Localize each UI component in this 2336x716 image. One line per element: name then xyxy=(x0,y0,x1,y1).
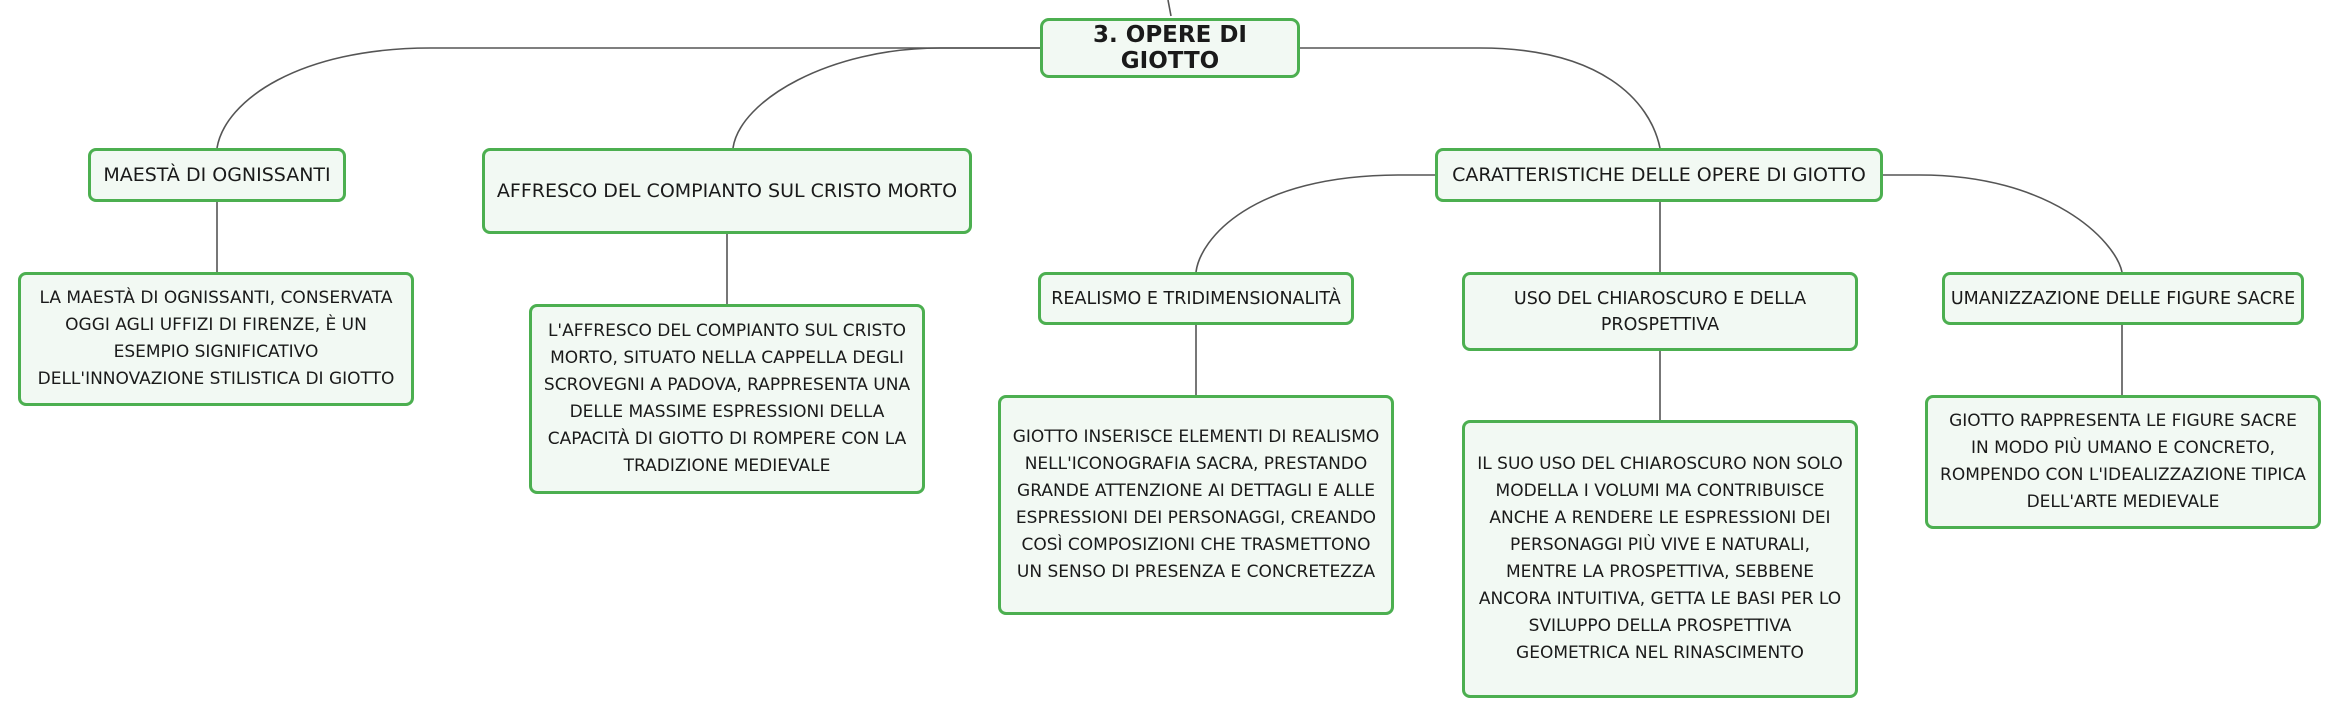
topic-compianto[interactable]: AFFRESCO DEL COMPIANTO SUL CRISTO MORTO xyxy=(482,148,972,234)
desc-chiaroscuro-text: IL SUO USO DEL CHIAROSCURO NON SOLO MODE… xyxy=(1477,454,1843,663)
desc-compianto-text: L'AFFRESCO DEL COMPIANTO SUL CRISTO MORT… xyxy=(543,321,911,476)
desc-maesta-text: LA MAESTÀ DI OGNISSANTI, CONSERVATA OGGI… xyxy=(37,288,395,389)
root-topic-label: 3. OPERE DI GIOTTO xyxy=(1093,22,1247,74)
subtopic-realismo-label: REALISMO E TRIDIMENSIONALITÀ xyxy=(1051,288,1341,309)
topic-caratteristiche[interactable]: CARATTERISTICHE DELLE OPERE DI GIOTTO xyxy=(1435,148,1883,202)
connector-root-to-caratteristiche xyxy=(1300,47,1661,149)
desc-chiaroscuro[interactable]: IL SUO USO DEL CHIAROSCURO NON SOLO MODE… xyxy=(1462,420,1858,698)
connector-root-parent xyxy=(1167,0,1172,17)
desc-umanizzazione-text: GIOTTO RAPPRESENTA LE FIGURE SACRE IN MO… xyxy=(1940,411,2306,512)
subtopic-realismo[interactable]: REALISMO E TRIDIMENSIONALITÀ xyxy=(1038,272,1354,325)
desc-umanizzazione[interactable]: GIOTTO RAPPRESENTA LE FIGURE SACRE IN MO… xyxy=(1925,395,2321,529)
topic-maesta[interactable]: MAESTÀ DI OGNISSANTI xyxy=(88,148,346,202)
desc-realismo[interactable]: GIOTTO INSERISCE ELEMENTI DI REALISMO NE… xyxy=(998,395,1394,615)
connector-root-to-compianto xyxy=(732,47,1040,149)
subtopic-chiaroscuro-label: USO DEL CHIAROSCURO E DELLA PROSPETTIVA xyxy=(1513,288,1807,335)
topic-caratteristiche-label: CARATTERISTICHE DELLE OPERE DI GIOTTO xyxy=(1452,164,1866,186)
subtopic-umanizzazione[interactable]: UMANIZZAZIONE DELLE FIGURE SACRE xyxy=(1942,272,2304,325)
subtopic-chiaroscuro[interactable]: USO DEL CHIAROSCURO E DELLA PROSPETTIVA xyxy=(1462,272,1858,351)
connector-root-to-maesta xyxy=(216,47,1040,149)
connector-caratteristiche-to-realismo xyxy=(1195,174,1435,273)
connector-caratteristiche-to-umanizzazione xyxy=(1883,174,2123,273)
subtopic-umanizzazione-label: UMANIZZAZIONE DELLE FIGURE SACRE xyxy=(1950,288,2296,309)
desc-maesta[interactable]: LA MAESTÀ DI OGNISSANTI, CONSERVATA OGGI… xyxy=(18,272,414,406)
desc-realismo-text: GIOTTO INSERISCE ELEMENTI DI REALISMO NE… xyxy=(1012,427,1380,582)
topic-maesta-label: MAESTÀ DI OGNISSANTI xyxy=(103,164,331,186)
topic-compianto-label: AFFRESCO DEL COMPIANTO SUL CRISTO MORTO xyxy=(496,180,958,202)
desc-compianto[interactable]: L'AFFRESCO DEL COMPIANTO SUL CRISTO MORT… xyxy=(529,304,925,494)
root-topic[interactable]: 3. OPERE DI GIOTTO xyxy=(1040,18,1300,78)
